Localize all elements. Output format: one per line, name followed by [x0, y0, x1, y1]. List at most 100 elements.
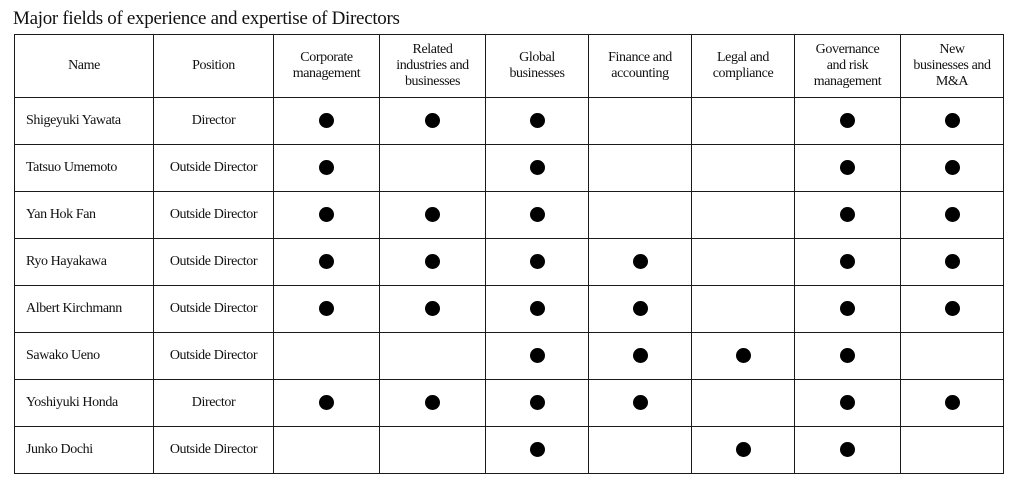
- expertise-cell-corporate-management: [273, 144, 380, 192]
- director-position: Director: [153, 97, 274, 145]
- director-position: Director: [153, 379, 274, 427]
- filled-circle-icon: [529, 395, 545, 411]
- expertise-cell-legal-compliance: [691, 379, 795, 427]
- expertise-cell-governance-risk: [794, 238, 901, 286]
- expertise-cell-finance-accounting: [588, 285, 692, 333]
- expertise-cell-governance-risk: [794, 285, 901, 333]
- filled-circle-icon: [319, 301, 334, 317]
- filled-circle-icon: [632, 395, 648, 411]
- expertise-cell-finance-accounting: [588, 426, 692, 474]
- expertise-cell-legal-compliance: [691, 332, 795, 380]
- expertise-cell-legal-compliance: [691, 285, 795, 333]
- filled-circle-icon: [944, 254, 960, 270]
- expertise-cell-corporate-management: [273, 97, 380, 145]
- filled-circle-icon: [944, 160, 960, 176]
- filled-circle-icon: [840, 113, 855, 129]
- column-header-global-businesses: Global businesses: [485, 34, 589, 98]
- expertise-cell-global-businesses: [485, 426, 589, 474]
- expertise-cell-legal-compliance: [691, 191, 795, 239]
- expertise-cell-corporate-management: [273, 426, 380, 474]
- filled-circle-icon: [735, 442, 751, 458]
- expertise-cell-global-businesses: [485, 238, 589, 286]
- director-name: Sawako Ueno: [14, 332, 154, 380]
- director-name: Yoshiyuki Honda: [14, 379, 154, 427]
- filled-circle-icon: [529, 348, 545, 364]
- director-position: Outside Director: [153, 144, 274, 192]
- expertise-cell-legal-compliance: [691, 97, 795, 145]
- expertise-cell-global-businesses: [485, 285, 589, 333]
- expertise-cell-governance-risk: [794, 332, 901, 380]
- page-title: Major fields of experience and expertise…: [13, 8, 400, 29]
- expertise-cell-corporate-management: [273, 191, 380, 239]
- filled-circle-icon: [840, 348, 855, 364]
- filled-circle-icon: [425, 113, 440, 129]
- column-header-new-businesses: New businesses and M&A: [900, 34, 1004, 98]
- director-name: Yan Hok Fan: [14, 191, 154, 239]
- filled-circle-icon: [840, 301, 855, 317]
- expertise-cell-global-businesses: [485, 379, 589, 427]
- filled-circle-icon: [632, 254, 648, 270]
- filled-circle-icon: [529, 207, 545, 223]
- expertise-cell-related-industries: [379, 144, 486, 192]
- filled-circle-icon: [319, 160, 334, 176]
- director-position: Outside Director: [153, 238, 274, 286]
- filled-circle-icon: [529, 254, 545, 270]
- expertise-cell-governance-risk: [794, 426, 901, 474]
- expertise-cell-new-businesses: [900, 379, 1004, 427]
- expertise-cell-corporate-management: [273, 238, 380, 286]
- expertise-cell-corporate-management: [273, 332, 380, 380]
- filled-circle-icon: [944, 301, 960, 317]
- expertise-cell-related-industries: [379, 332, 486, 380]
- filled-circle-icon: [529, 442, 545, 458]
- filled-circle-icon: [632, 348, 648, 364]
- filled-circle-icon: [425, 301, 440, 317]
- expertise-cell-finance-accounting: [588, 97, 692, 145]
- director-position: Outside Director: [153, 191, 274, 239]
- expertise-cell-governance-risk: [794, 379, 901, 427]
- expertise-cell-new-businesses: [900, 191, 1004, 239]
- expertise-cell-related-industries: [379, 285, 486, 333]
- filled-circle-icon: [944, 113, 960, 129]
- filled-circle-icon: [529, 160, 545, 176]
- expertise-cell-related-industries: [379, 426, 486, 474]
- director-name: Shigeyuki Yawata: [14, 97, 154, 145]
- director-name: Junko Dochi: [14, 426, 154, 474]
- filled-circle-icon: [319, 113, 334, 129]
- filled-circle-icon: [735, 348, 751, 364]
- expertise-cell-finance-accounting: [588, 191, 692, 239]
- filled-circle-icon: [944, 207, 960, 223]
- filled-circle-icon: [632, 301, 648, 317]
- expertise-cell-corporate-management: [273, 285, 380, 333]
- expertise-cell-related-industries: [379, 97, 486, 145]
- expertise-cell-related-industries: [379, 238, 486, 286]
- expertise-cell-new-businesses: [900, 97, 1004, 145]
- expertise-cell-global-businesses: [485, 144, 589, 192]
- filled-circle-icon: [425, 395, 440, 411]
- expertise-cell-finance-accounting: [588, 238, 692, 286]
- director-position: Outside Director: [153, 285, 274, 333]
- expertise-cell-new-businesses: [900, 238, 1004, 286]
- filled-circle-icon: [319, 254, 334, 270]
- filled-circle-icon: [529, 113, 545, 129]
- expertise-cell-finance-accounting: [588, 144, 692, 192]
- filled-circle-icon: [319, 395, 334, 411]
- filled-circle-icon: [840, 160, 855, 176]
- filled-circle-icon: [840, 254, 855, 270]
- column-header-legal-compliance: Legal and compliance: [691, 34, 795, 98]
- expertise-cell-related-industries: [379, 191, 486, 239]
- expertise-cell-new-businesses: [900, 426, 1004, 474]
- filled-circle-icon: [529, 301, 545, 317]
- expertise-cell-new-businesses: [900, 332, 1004, 380]
- expertise-cell-legal-compliance: [691, 238, 795, 286]
- column-header-finance-accounting: Finance and accounting: [588, 34, 692, 98]
